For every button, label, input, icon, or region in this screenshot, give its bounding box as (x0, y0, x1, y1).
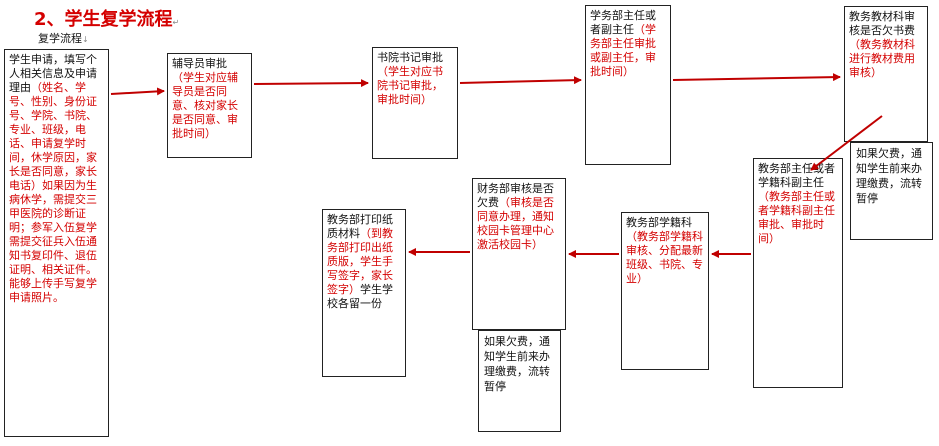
step-detail: （教务部主任或者学籍科副主任审批、审批时间） (758, 190, 835, 245)
step-detail: （姓名、学号、性别、身份证号、学院、书院、专业、班级，电话、申请复学时间，休学原… (9, 81, 97, 304)
arrears-note-right: 如果欠费，通知学生前来办理缴费，流转暂停 (850, 142, 933, 240)
step-title: 学生申请，填写个人相关信息及申请理由 (9, 53, 97, 94)
step-title: 学务部主任或者副主任 (590, 9, 656, 36)
step-detail: （审核是否同意办理，通知校园卡管理中心激活校园卡） (477, 196, 554, 251)
step-title: 教务教材科审核是否欠书费 (849, 10, 915, 37)
step-detail: （学生对应辅导员是否同意、核对家长是否同意、审批时间） (172, 71, 238, 140)
page-subtitle: 复学流程↓ (38, 32, 89, 45)
step-detail: （教务教材科进行教材费用审核） (849, 38, 915, 79)
step-title: 辅导员审批 (172, 57, 227, 70)
step-detail: （到教务部打印出纸质版，学生手写签字，家长签字） (327, 227, 393, 296)
step-detail: （教务部学籍科审核、分配最新班级、书院、专业） (626, 230, 703, 285)
arrow-textbook-to-director (810, 115, 883, 171)
step-detail: （学生对应书院书记审批，审批时间） (377, 65, 443, 106)
step-title: 教务部打印纸质材料 (327, 213, 393, 240)
step-academic-director: 教务部主任或者学籍科副主任（教务部主任或者学籍科副主任审批、审批时间） (753, 158, 843, 388)
arrears-note-bottom: 如果欠费，通知学生前来办理缴费，流转暂停 (478, 330, 561, 432)
arrow-counselor-to-secretary (253, 79, 369, 88)
page-title: 2、学生复学流程↵ (34, 9, 180, 30)
step-student-affairs-director: 学务部主任或者副主任（学务部主任审批或副主任，审批时间） (585, 5, 671, 165)
arrow-application-to-counselor (110, 87, 165, 96)
step-registry-office: 教务部学籍科（教务部学籍科审核、分配最新班级、书院、专业） (621, 212, 709, 370)
step-print-materials: 教务部打印纸质材料（到教务部打印出纸质版，学生手写签字，家长签字）学生学校各留一… (322, 209, 406, 377)
step-counselor-approval: 辅导员审批（学生对应辅导员是否同意、核对家长是否同意、审批时间） (167, 53, 252, 158)
step-tail: 学生学校各留一份 (327, 283, 393, 310)
step-title: 书院书记审批 (377, 51, 443, 64)
arrow-affairs-to-textbook (672, 73, 841, 82)
step-college-secretary-approval: 书院书记审批（学生对应书院书记审批，审批时间） (372, 47, 458, 159)
arrow-secretary-to-affairs (459, 76, 582, 85)
step-detail: （学务部主任审批或副主任，审批时间） (590, 23, 656, 78)
step-title: 财务部审核是否欠费 (477, 182, 554, 209)
step-student-application: 学生申请，填写个人相关信息及申请理由（姓名、学号、性别、身份证号、学院、书院、专… (4, 49, 109, 437)
step-title: 教务部学籍科 (626, 216, 692, 229)
step-textbook-fee-check: 教务教材科审核是否欠书费（教务教材科进行教材费用审核） (844, 6, 928, 142)
step-finance-check: 财务部审核是否欠费（审核是否同意办理，通知校园卡管理中心激活校园卡） (472, 178, 566, 330)
